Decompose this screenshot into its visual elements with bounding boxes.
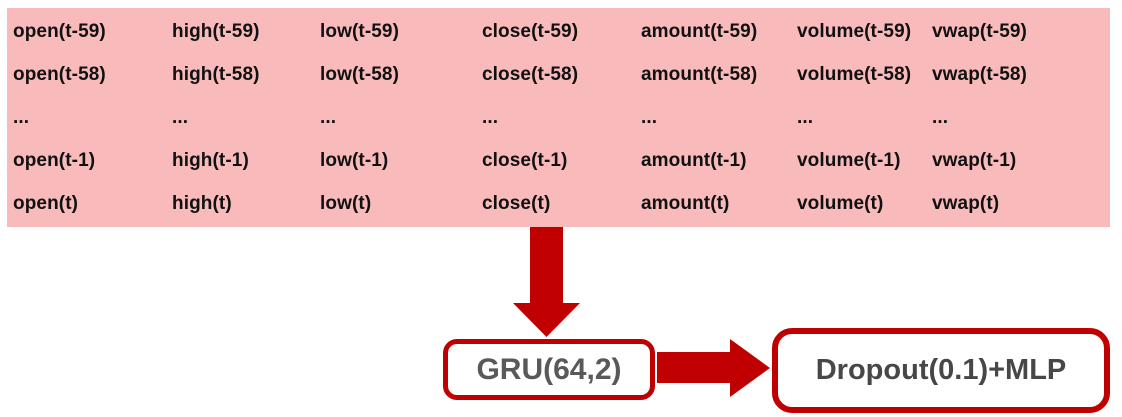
feature-cell: vwap(t-1): [932, 149, 1017, 171]
feature-cell: open(t-58): [13, 63, 106, 85]
table-row: open(t-59) high(t-59) low(t-59) close(t-…: [7, 10, 1110, 53]
feature-cell: open(t-59): [13, 20, 106, 42]
feature-cell: ...: [320, 106, 337, 128]
feature-cell: amount(t-1): [641, 149, 747, 171]
feature-cell: ...: [932, 106, 949, 128]
feature-cell: volume(t-58): [797, 63, 912, 85]
feature-cell: low(t): [320, 192, 372, 214]
feature-cell: volume(t-59): [797, 20, 912, 42]
feature-cell: volume(t-1): [797, 149, 901, 171]
feature-cell: high(t): [172, 192, 232, 214]
feature-cell: close(t-59): [482, 20, 579, 42]
feature-cell: high(t-59): [172, 20, 260, 42]
feature-cell: vwap(t): [932, 192, 1000, 214]
gru-node-label: GRU(64,2): [476, 352, 622, 386]
feature-cell: ...: [172, 106, 189, 128]
table-row: open(t-1) high(t-1) low(t-1) close(t-1) …: [7, 139, 1110, 182]
feature-cell: amount(t-58): [641, 63, 758, 85]
feature-cell: vwap(t-58): [932, 63, 1027, 85]
feature-cell: ...: [797, 106, 814, 128]
feature-table: open(t-59) high(t-59) low(t-59) close(t-…: [7, 8, 1110, 227]
feature-cell: low(t-1): [320, 149, 389, 171]
feature-cell: high(t-58): [172, 63, 260, 85]
down-arrow-icon: [513, 227, 580, 337]
table-row-ellipsis: ... ... ... ... ... ... ...: [7, 96, 1110, 139]
feature-cell: amount(t): [641, 192, 730, 214]
dropout-mlp-node: Dropout(0.1)+MLP: [772, 328, 1110, 413]
feature-cell: open(t-1): [13, 149, 96, 171]
table-row: open(t-58) high(t-58) low(t-58) close(t-…: [7, 53, 1110, 96]
feature-cell: ...: [13, 106, 30, 128]
feature-cell: vwap(t-59): [932, 20, 1027, 42]
feature-cell: ...: [641, 106, 658, 128]
dropout-mlp-node-label: Dropout(0.1)+MLP: [815, 354, 1067, 386]
gru-node: GRU(64,2): [443, 339, 655, 400]
table-row: open(t) high(t) low(t) close(t) amount(t…: [7, 182, 1110, 225]
feature-cell: ...: [482, 106, 499, 128]
feature-cell: high(t-1): [172, 149, 249, 171]
feature-cell: amount(t-59): [641, 20, 758, 42]
feature-cell: close(t-58): [482, 63, 579, 85]
feature-cell: low(t-58): [320, 63, 400, 85]
feature-cell: volume(t): [797, 192, 884, 214]
feature-cell: close(t-1): [482, 149, 568, 171]
right-arrow-icon: [657, 339, 770, 397]
feature-cell: open(t): [13, 192, 79, 214]
feature-cell: close(t): [482, 192, 551, 214]
feature-cell: low(t-59): [320, 20, 400, 42]
